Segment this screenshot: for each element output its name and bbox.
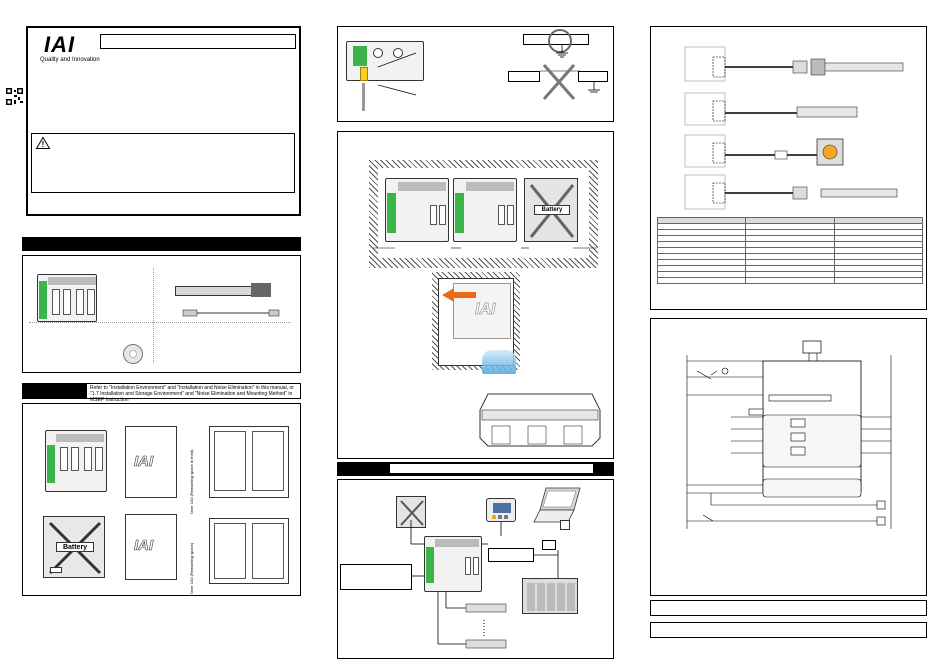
note-box-1 [650,600,927,616]
caution-box: ! [31,133,295,193]
dim-vertical-note-1: Over 100 (Remaining space in front) [189,449,194,514]
io-box [488,548,534,562]
dim-side-view: IAI [125,426,177,498]
ng-cross-icon [540,64,580,100]
plc-image [522,578,578,614]
dim-battery-rear [209,518,289,584]
components-panel [22,255,301,373]
controller-image [37,274,97,322]
tagline: Quality and Innovation [40,57,100,63]
wiring-diagram-panel [650,318,927,596]
ground-terminal-image [346,41,424,81]
system-config-panel [337,479,614,659]
grounding-panel [337,26,614,122]
iai-logo: IAI [44,32,76,57]
cover-panel: IAI Quality and Innovation ! [26,26,301,216]
actuator-connection-panel [650,26,927,310]
section-3-bar [337,462,614,476]
dim-battery-view: Battery [43,516,105,578]
teaching-pendant-icon [486,498,516,522]
install-controller-1 [385,178,449,242]
power-supply-box [340,564,412,590]
cable-image [182,309,280,317]
actuator-connection-diagram [684,46,904,210]
din-rail-view [478,388,602,452]
cd-disc-icon [123,344,143,364]
install-controller-2 [453,178,517,242]
sys-wiring [410,520,559,649]
qr-code-icon [6,88,23,105]
actuator-spec-table [656,217,924,284]
dim-front-view [45,430,107,492]
install-battery-unit: Battery [524,178,578,242]
section-1-bar [22,237,301,251]
sys-controller [424,536,482,592]
title-box [100,34,296,49]
dim-rear-view [209,426,289,498]
dim-vertical-note-2: Over 100 (Remaining space) [189,542,194,594]
laptop-icon [533,487,582,524]
section-2-note: Refer to "Installation Environment" and … [86,383,301,403]
airflow-icon [482,350,516,374]
ok-circle-icon [548,29,572,53]
dimensions-panel: IAI Over 100 (Remaining space in front) … [22,403,301,596]
installation-panel: Battery IAI [337,131,614,459]
svg-text:!: ! [42,140,45,149]
section-2-bar [22,383,86,399]
wiring-diagram [686,340,892,529]
heat-arrow-icon [442,288,476,302]
dim-battery-side: IAI [125,514,177,580]
warning-triangle-icon: ! [35,136,51,149]
note-box-2 [650,622,927,638]
